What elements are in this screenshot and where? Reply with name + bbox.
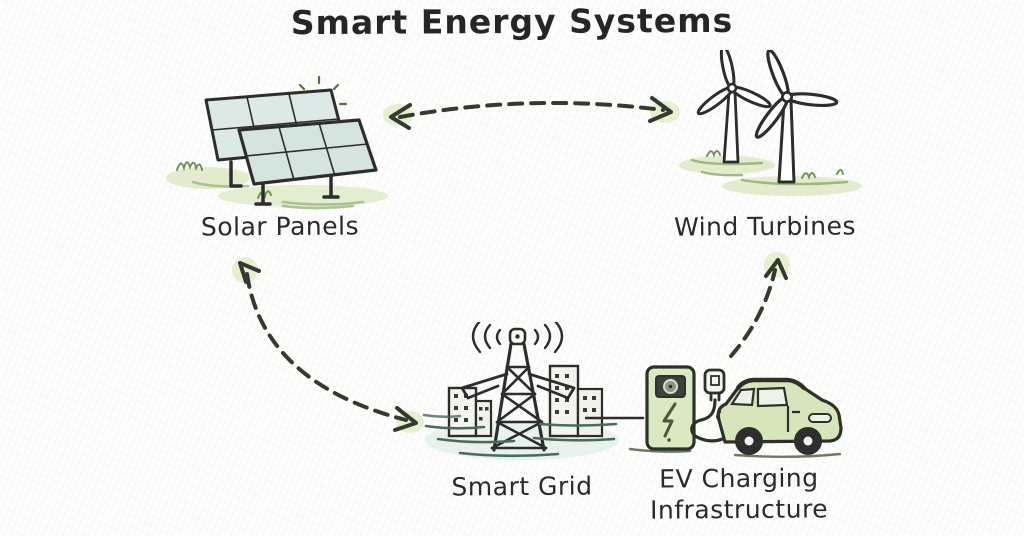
node-ev-charging xyxy=(585,352,847,464)
transmission-tower xyxy=(460,327,576,452)
signal-waves-icon xyxy=(471,322,564,354)
electric-car-icon xyxy=(716,377,843,455)
solar-panels-icon xyxy=(166,75,388,210)
node-solar-panels xyxy=(163,70,403,210)
arrow-ev-wind xyxy=(729,258,788,358)
charging-station-icon xyxy=(645,365,696,451)
charging-plug-icon xyxy=(703,368,726,402)
node-wind-turbines xyxy=(672,50,867,202)
arrow-grid-solar xyxy=(238,261,418,432)
node-smart-grid xyxy=(422,322,622,464)
lightning-bolt-icon xyxy=(662,402,677,438)
smart-grid-icon xyxy=(422,322,619,460)
wind-turbines-icon xyxy=(679,50,862,196)
arrow-solar-wind xyxy=(389,96,673,130)
ev-charging-icon xyxy=(585,365,843,458)
